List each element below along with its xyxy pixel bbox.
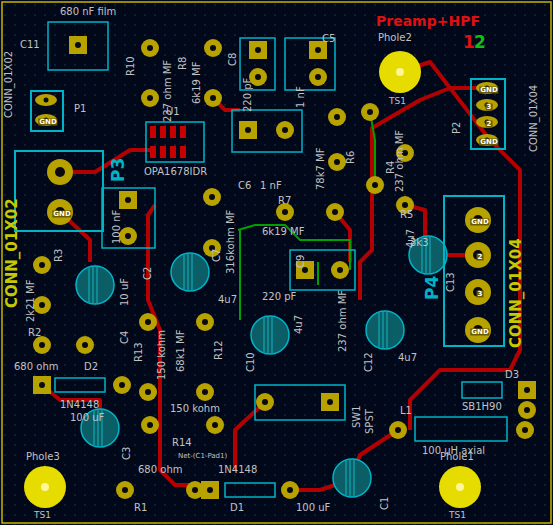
silk-label: 4u7 (294, 315, 304, 334)
silk-label: R5 (400, 210, 413, 220)
pad-label: 2 (486, 121, 493, 128)
pad-label: 3 (486, 104, 493, 111)
silk-label: 680 ohm (138, 465, 182, 475)
silk-label: 150 kohm (170, 404, 220, 414)
silk-label: 316kohm MF (226, 210, 236, 274)
silk-label: R14 (172, 438, 192, 448)
connector-outline: GND (30, 90, 64, 132)
silk-label: 2 (474, 34, 486, 51)
silk-label: C5 (322, 34, 335, 44)
silk-label: R10 (126, 56, 136, 76)
silk-label: 220 pF (243, 78, 253, 112)
pad-label: 3 (477, 291, 484, 298)
silk-label: C10 (246, 352, 256, 372)
silk-label: C3 (122, 447, 132, 460)
silk-label: 1 nF (296, 86, 306, 108)
silk-label: R6 (346, 151, 356, 164)
silk-label: R8 (178, 57, 188, 70)
silk-label: 100 uF (296, 503, 330, 513)
silk-label: TS1 (449, 511, 466, 520)
silk-label: Phole1 (440, 452, 474, 462)
silk-label: U1 (166, 107, 180, 117)
silk-label: C11 (20, 40, 40, 50)
silk-label: 237 ohm MF (338, 290, 348, 352)
silk-label: 4u7 (218, 295, 237, 305)
silk-label: C1 (380, 497, 390, 510)
silk-label: 4u7 (406, 229, 416, 248)
silk-label: 220 pF (262, 292, 296, 302)
pad-label: GND (52, 211, 71, 218)
silk-label: 237 ohm MF (395, 130, 405, 192)
silk-label: C2 (143, 267, 153, 280)
silk-label: C6 (238, 181, 251, 191)
silk-label: 1N4148 (218, 465, 257, 475)
pad-label: GND (470, 329, 489, 336)
board-title: Preamp+HPF (376, 14, 480, 28)
silk-label: CONN_01X02 (5, 198, 20, 308)
silk-label: 1N4148 (60, 400, 99, 410)
silk-label: L1 (400, 406, 412, 416)
silk-label: P2 (452, 122, 462, 134)
silk-label: 1 nF (260, 181, 282, 191)
silk-label: TS1 (389, 97, 406, 106)
silk-label: R1 (134, 503, 147, 513)
silk-label: P3 (110, 158, 127, 182)
silk-label: D1 (230, 503, 244, 513)
silk-label: CONN_01X02 (4, 51, 14, 118)
connector-outline: GND23GND (443, 195, 505, 347)
silk-label: 6k19 MF (192, 62, 202, 104)
silk-label: P4 (424, 276, 441, 300)
pad-label: GND (479, 139, 498, 146)
silk-label: R13 (134, 342, 144, 362)
pad-label: GND (470, 219, 489, 226)
silk-label: C13 (446, 272, 456, 292)
silk-label: 10 uF (120, 278, 130, 306)
silk-label: 78k7 MF (316, 148, 326, 190)
silk-label: CONN_01X04 (529, 85, 539, 152)
silk-label: 100 uF (70, 413, 104, 423)
pad-label: 2 (477, 254, 484, 261)
silk-label: 1 (463, 34, 475, 51)
pad-label: GND (479, 87, 498, 94)
silk-label: D3 (505, 370, 519, 380)
silk-label: TS1 (34, 511, 51, 520)
silk-label: D2 (84, 362, 98, 372)
silk-label: Phole3 (26, 452, 60, 462)
silk-label: C4 (120, 331, 130, 344)
silk-label: C8 (228, 53, 238, 66)
silk-label: 100 nF (112, 210, 122, 244)
silk-label: Net-(C1-Pad1) (178, 453, 227, 460)
silk-label: CONN_01X04 (509, 238, 524, 348)
silk-label: 150 kohm (157, 330, 167, 380)
silk-label: C7 (212, 249, 222, 262)
silk-label: OPA1678IDR (144, 167, 207, 177)
connector-outline: GND32GND (470, 78, 506, 150)
silk-label: 680 ohm (14, 362, 58, 372)
silk-label: 68k1 MF (176, 330, 186, 372)
silk-label: Phole2 (378, 33, 412, 43)
silk-label: P1 (74, 104, 86, 114)
silk-label: R3 (54, 249, 64, 262)
silk-label: 680 nF film (60, 7, 116, 17)
silk-label: SW1 (352, 405, 362, 428)
silk-label: SPST (365, 409, 375, 434)
connector-outline: GND (14, 150, 104, 232)
ic-footprint (146, 122, 204, 162)
silk-label: SB1H90 (462, 402, 502, 412)
silk-label: C9 (296, 255, 306, 268)
silk-label: R7 (278, 196, 291, 206)
silk-label: 2k21 MF (26, 280, 36, 322)
silk-label: 4u7 (398, 353, 417, 363)
silk-label: R12 (214, 340, 224, 360)
silk-label: C12 (364, 352, 374, 372)
silk-label: 6k19 MF (262, 227, 304, 237)
pad-label: GND (38, 119, 57, 126)
silk-label: R2 (28, 328, 41, 338)
